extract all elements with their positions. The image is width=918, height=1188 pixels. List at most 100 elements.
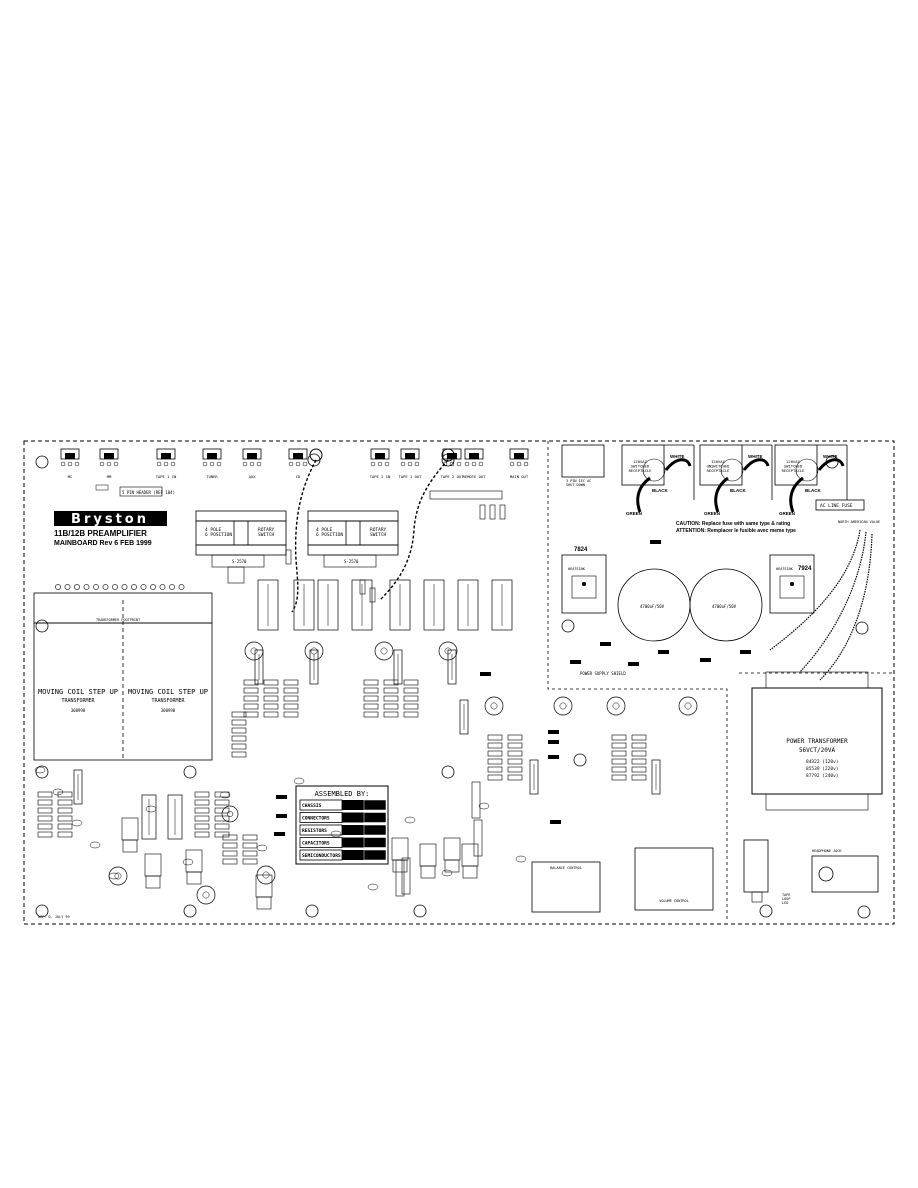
- header-pin: [93, 584, 99, 590]
- header-pin: [169, 584, 175, 590]
- rca-jack-label: TAPE 2 IN: [370, 474, 391, 479]
- resistor-footprint: [611, 734, 627, 741]
- trimmer-footprint: [461, 843, 479, 879]
- assembled-by-table: ASSEMBLED BY: CHASSISCONNECTORSRESISTORS…: [295, 785, 389, 865]
- jumper-pad: [700, 658, 711, 662]
- resistor-footprint: [263, 679, 279, 686]
- jumper-pad: [658, 650, 669, 654]
- resistor-footprint: [231, 735, 247, 742]
- shielded-cable-1: [291, 459, 317, 613]
- diode-footprint: [404, 816, 416, 824]
- resistor-footprint: [37, 807, 53, 814]
- resistor-footprint: [487, 742, 503, 749]
- resistor-footprint: [194, 831, 210, 838]
- trimmer-footprint: [443, 837, 461, 873]
- diode-footprint: [108, 872, 120, 880]
- resistor-footprint: [611, 774, 627, 781]
- capacitor-footprint: [438, 641, 458, 661]
- resistor-footprint: [611, 750, 627, 757]
- assembled-row: CONNECTORS: [299, 812, 387, 823]
- resistor-footprint: [363, 703, 379, 710]
- logo-block: 5 PIN HEADER (REF 104) Bryston 11B/12B P…: [54, 484, 175, 547]
- resistor-footprint: [194, 815, 210, 822]
- component-footprints: [34, 504, 751, 910]
- jumper-pad: [600, 642, 611, 646]
- resistor-footprint: [507, 742, 523, 749]
- rca-jack: REMOTE OUT: [463, 448, 486, 479]
- ic-footprint: [141, 794, 157, 840]
- diode-footprint: [145, 805, 157, 813]
- mc-xfmr-1-line2: TRANSFORMER: [61, 698, 95, 704]
- psu-shield-label: POWER SUPPLY SHIELD: [580, 671, 626, 676]
- resistor-footprint: [363, 687, 379, 694]
- header-pin: [178, 584, 185, 590]
- mc-xfmr-2-part: 300990: [161, 708, 176, 713]
- ic-footprint: [447, 649, 457, 685]
- diode-footprint: [478, 802, 490, 810]
- header-pin: [159, 584, 166, 590]
- resistor-footprint: [214, 807, 230, 814]
- header-pin: [64, 584, 71, 590]
- ac-fuse-label: AC LINE FUSE: [820, 503, 853, 509]
- ic-footprint: [389, 579, 411, 631]
- mounting-hole: [35, 904, 49, 918]
- mc-xfmr-1-part: 300990: [71, 708, 86, 713]
- ic-footprint: [309, 649, 319, 685]
- rca-jack-label: TAPE 1 OUT: [399, 474, 423, 479]
- ic-footprint: [73, 769, 83, 805]
- capacitor-footprint: [553, 696, 573, 716]
- capacitor-footprint: [244, 641, 264, 661]
- resistor-footprint: [222, 858, 238, 865]
- wire-color-black: BLACK: [652, 488, 668, 493]
- wire-color-black: BLACK: [805, 488, 821, 493]
- diode-footprint: [219, 791, 231, 799]
- rca-jack: TUNER: [202, 448, 222, 479]
- resistor-footprint: [37, 815, 53, 822]
- brand-logo: Bryston: [54, 511, 167, 527]
- resistor-footprint: [194, 823, 210, 830]
- resistor-footprint: [222, 834, 238, 841]
- resistor-footprint: [57, 831, 73, 838]
- mounting-holes: [35, 453, 871, 919]
- resistor-footprint: [243, 687, 259, 694]
- assembled-row: CHASSIS: [299, 799, 387, 811]
- rca-jack-label: MM: [107, 474, 112, 479]
- jumper-pad: [276, 795, 287, 799]
- resistor-footprint: [631, 758, 647, 765]
- resistor-footprint: [471, 781, 481, 819]
- rca-jack: TAPE 2 IN: [370, 448, 391, 479]
- reg-label-1: 7824: [574, 547, 588, 553]
- mounting-hole: [855, 621, 869, 635]
- board-outline: [23, 440, 895, 925]
- resistor-footprint: [507, 734, 523, 741]
- assembled-title: ASSEMBLED BY:: [315, 790, 370, 798]
- resistor-footprint: [37, 799, 53, 806]
- mc-xfmr-2-line2: TRANSFORMER: [151, 698, 185, 704]
- resistor-footprint: [283, 687, 299, 694]
- resistor-footprint: [231, 727, 247, 734]
- resistor-footprint: [242, 842, 258, 849]
- resistor-footprint: [243, 703, 259, 710]
- balance-label: BALANCE CONTROL: [550, 866, 582, 870]
- resistor-footprint: [487, 750, 503, 757]
- mounting-hole: [759, 904, 773, 918]
- diode-footprint: [71, 819, 83, 827]
- resistor-footprint: [57, 807, 73, 814]
- wire-color-green: GREEN: [779, 511, 795, 516]
- resistor-footprint: [231, 751, 247, 758]
- resistor-footprint: [489, 504, 496, 520]
- rca-jack: MC: [60, 448, 80, 479]
- capacitor-footprint: [374, 641, 394, 661]
- resistor-footprint: [214, 799, 230, 806]
- switch-1-part: S-2570: [232, 559, 247, 564]
- mounting-hole: [307, 453, 321, 467]
- mc-xfmr-1-line1: MOVING COIL STEP UP: [38, 688, 118, 696]
- resistor-footprint: [37, 823, 53, 830]
